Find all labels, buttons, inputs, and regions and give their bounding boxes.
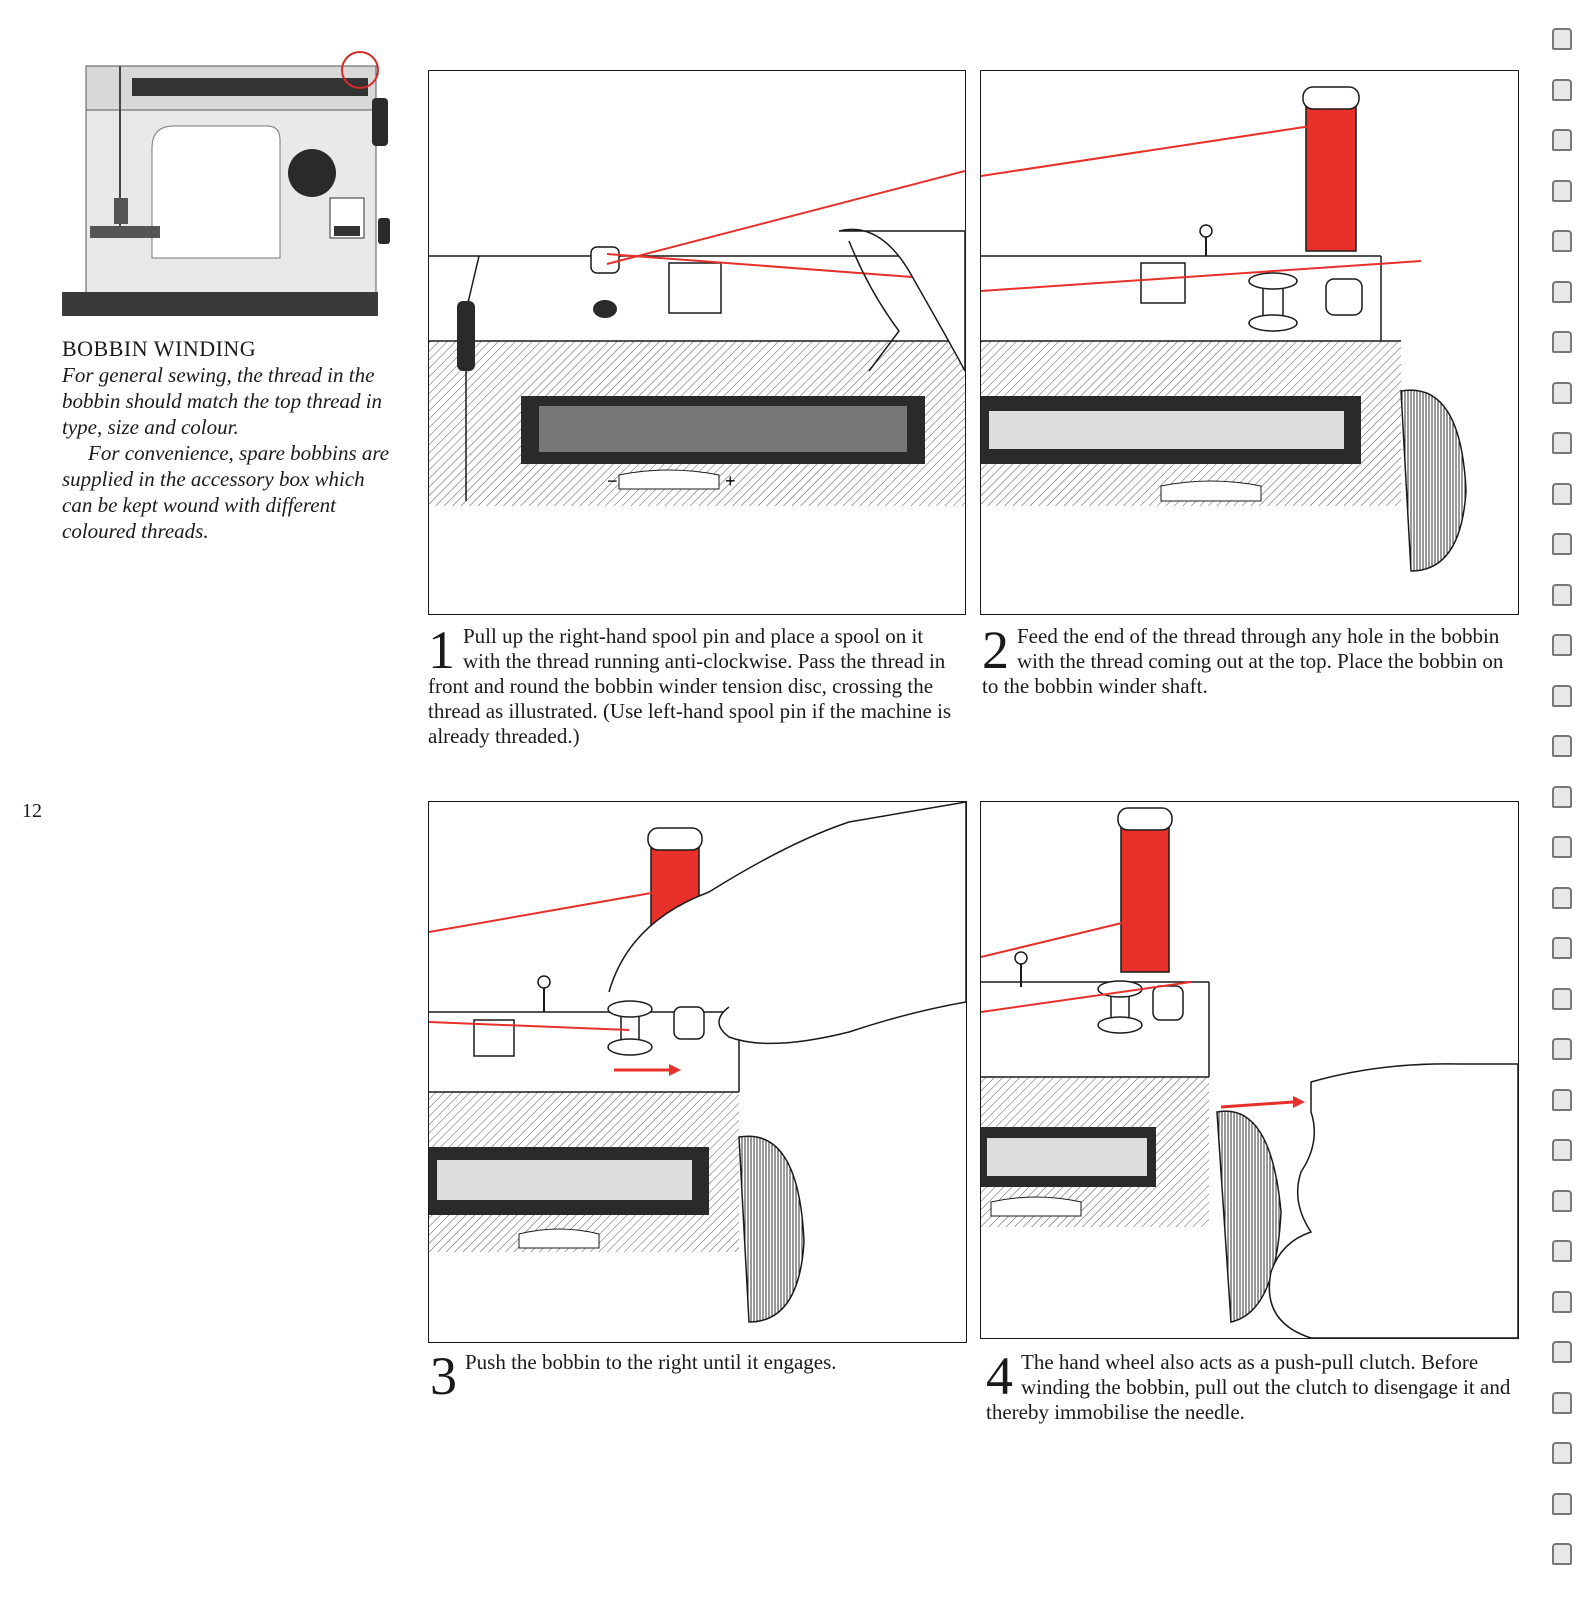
- section-heading: BOBBIN WINDING: [62, 336, 257, 361]
- step-1-number: 1: [428, 620, 455, 680]
- binding-ring: [1552, 78, 1572, 101]
- illustration-step-2: [980, 70, 1519, 615]
- binding-ring: [1552, 634, 1572, 656]
- binding-ring: [1552, 1038, 1572, 1060]
- binding-ring: [1552, 230, 1572, 252]
- spiral-binding: [1548, 20, 1578, 1590]
- illustration-step-1: − +: [428, 70, 966, 615]
- binding-ring: [1552, 1391, 1572, 1414]
- binding-ring: [1552, 1240, 1572, 1262]
- step-4-text: The hand wheel also acts as a push-pull …: [986, 1350, 1511, 1424]
- step-3-caption: 3 Push the bobbin to the right until it …: [430, 1346, 960, 1406]
- binding-ring: [1552, 1543, 1572, 1565]
- illustration-step-4: [980, 801, 1519, 1339]
- binding-ring: [1552, 836, 1572, 858]
- binding-ring: [1552, 1442, 1572, 1464]
- binding-ring: [1552, 1139, 1572, 1161]
- binding-ring: [1552, 735, 1572, 757]
- binding-ring: [1552, 331, 1572, 353]
- binding-ring: [1552, 129, 1572, 151]
- step-1-caption: 1 Pull up the right-hand spool pin and p…: [428, 620, 958, 749]
- step-1-text: Pull up the right-hand spool pin and pla…: [428, 624, 952, 748]
- binding-ring: [1552, 583, 1572, 606]
- binding-ring: [1552, 785, 1572, 808]
- binding-ring: [1552, 1341, 1572, 1363]
- illustration-step-3: [428, 801, 967, 1343]
- step-2-caption: 2 Feed the end of the thread through any…: [982, 620, 1512, 699]
- binding-ring: [1552, 432, 1572, 454]
- binding-ring: [1552, 1290, 1572, 1313]
- binding-ring: [1552, 1189, 1572, 1212]
- binding-ring: [1552, 1088, 1572, 1111]
- step-4-caption: 4 The hand wheel also acts as a push-pul…: [986, 1346, 1516, 1425]
- step-3-text: Push the bobbin to the right until it en…: [465, 1350, 837, 1374]
- binding-ring: [1552, 684, 1572, 707]
- step-3-number: 3: [430, 1346, 457, 1406]
- binding-ring: [1552, 937, 1572, 959]
- binding-ring: [1552, 987, 1572, 1010]
- intro-paragraph-2: For convenience, spare bobbins are suppl…: [62, 441, 390, 543]
- step-2-number: 2: [982, 620, 1009, 680]
- binding-ring: [1552, 28, 1572, 50]
- svg-text:−: −: [607, 471, 618, 491]
- binding-ring: [1552, 381, 1572, 404]
- intro-paragraph-1: For general sewing, the thread in the bo…: [62, 363, 383, 439]
- binding-ring: [1552, 280, 1572, 303]
- binding-ring: [1552, 179, 1572, 202]
- page-number: 12: [22, 800, 42, 822]
- sewing-machine-photo: [62, 48, 390, 322]
- svg-text:+: +: [725, 471, 736, 491]
- binding-ring: [1552, 1492, 1572, 1515]
- binding-ring: [1552, 886, 1572, 909]
- step-2-text: Feed the end of the thread through any h…: [982, 624, 1504, 698]
- intro-section: BOBBIN WINDING For general sewing, the t…: [62, 336, 392, 544]
- binding-ring: [1552, 482, 1572, 505]
- step-4-number: 4: [986, 1346, 1013, 1406]
- binding-ring: [1552, 533, 1572, 555]
